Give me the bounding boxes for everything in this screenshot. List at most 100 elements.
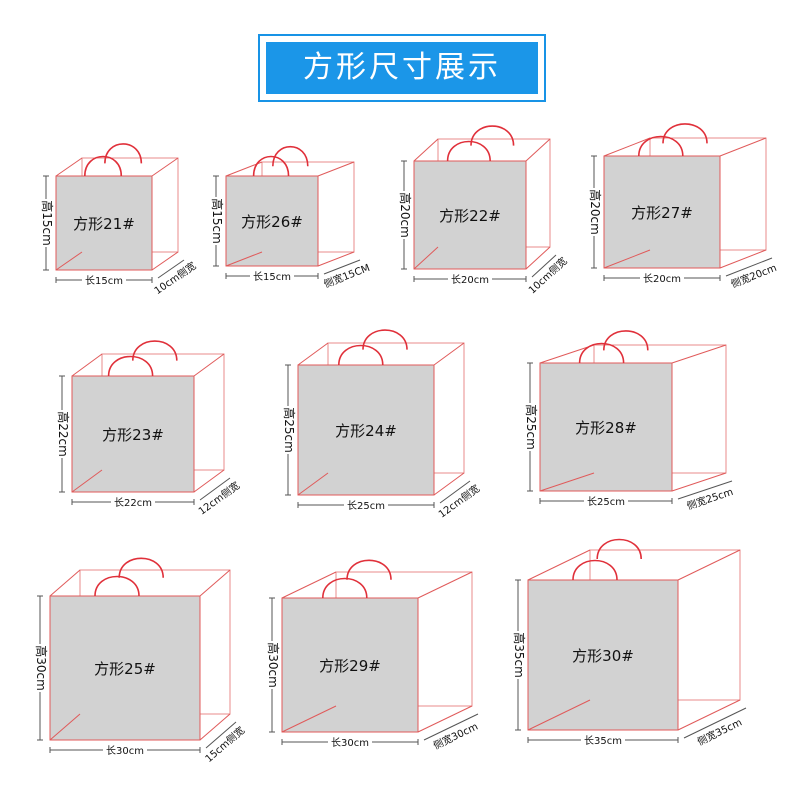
height-label-bg (263, 641, 275, 689)
bag-back-handle (104, 143, 143, 164)
bag-depth-edge (71, 353, 103, 377)
bag-model-label: 方形30# (572, 647, 634, 665)
bag-depth-edge (671, 344, 727, 364)
length-label-bg (581, 733, 625, 747)
bag-front-face (603, 155, 721, 269)
length-label: 长20cm (643, 273, 681, 285)
bag-front-face (281, 597, 419, 733)
side-width-label: 15cm侧宽 (202, 724, 247, 765)
bag-depth-edge (151, 157, 179, 177)
bag-front-face (527, 579, 679, 731)
length-label-bg (328, 735, 372, 749)
bag-front-face (49, 595, 201, 741)
height-label-bg (53, 410, 65, 458)
side-width-dimension-line (531, 254, 557, 278)
bag-front-handle (446, 140, 491, 162)
bag-back-handle (662, 123, 708, 144)
bag-depth-edge (199, 713, 231, 741)
bag-back-handle (272, 145, 309, 167)
bag-front-handle (252, 155, 290, 177)
length-label-bg (82, 273, 126, 287)
length-label-bg (344, 498, 388, 512)
bag-depth-edge (417, 571, 473, 599)
height-label-bg (279, 406, 291, 454)
height-label: 高15cm (210, 198, 225, 244)
bag-front-handle (107, 355, 154, 377)
bag-model-label: 方形22# (439, 207, 501, 225)
bag-depth-edge (527, 699, 591, 731)
side-width-dimension-line (677, 480, 733, 500)
bag-model-label: 方形27# (631, 204, 693, 222)
bag-depth-edge (603, 249, 651, 269)
bag-model-label: 方形28# (575, 419, 637, 437)
height-label: 高25cm (282, 407, 297, 453)
bag-back-handle (470, 125, 515, 146)
bag-model-label: 方形23# (102, 426, 164, 444)
height-label: 高20cm (588, 189, 603, 235)
bag-depth-edge (297, 472, 329, 496)
length-label: 长20cm (451, 274, 489, 286)
bag-model-label: 方形25# (94, 660, 156, 678)
height-label: 高35cm (512, 632, 527, 678)
bag-front-face (71, 375, 195, 493)
height-label: 高22cm (56, 411, 71, 457)
length-label-bg (448, 272, 492, 286)
side-width-dimension-line (439, 480, 471, 504)
bag-depth-edge (527, 549, 591, 581)
length-label: 长30cm (331, 737, 369, 749)
bag-front-handle (94, 575, 140, 597)
bag-depth-edge (49, 713, 81, 741)
bag-depth-edge (193, 469, 225, 493)
bag-depth-edge (71, 469, 103, 493)
length-label: 长15cm (85, 275, 123, 287)
bag-depth-edge (433, 342, 465, 366)
bag-depth-edge (49, 569, 81, 597)
side-width-dimension-line (323, 259, 361, 275)
length-label-bg (584, 494, 628, 508)
length-label: 长25cm (347, 500, 385, 512)
side-width-dimension-line (199, 477, 231, 501)
bag-depth-edge (671, 472, 727, 492)
bag-model-label: 方形26# (241, 213, 303, 231)
bag-depth-edge (413, 138, 439, 162)
bag-front-face (539, 362, 673, 492)
bag-depth-edge (55, 157, 83, 177)
height-label-bg (509, 631, 521, 679)
bag-model-label: 方形24# (335, 422, 397, 440)
height-label: 高20cm (398, 192, 413, 238)
bag-depth-edge (433, 472, 465, 496)
page-title: 方形尺寸展示 (266, 42, 538, 94)
length-label-bg (103, 743, 147, 757)
height-label-bg (207, 197, 219, 245)
title-banner: 方形尺寸展示 (258, 34, 546, 102)
length-label-bg (250, 269, 294, 283)
bag-back-handle (346, 559, 392, 580)
bag-front-handle (572, 559, 618, 581)
bag-model-label: 方形21# (73, 215, 135, 233)
bag-model-label: 方形29# (319, 657, 381, 675)
height-label: 高25cm (524, 404, 539, 450)
length-label-bg (640, 271, 684, 285)
bag-depth-edge (677, 549, 741, 581)
bag-depth-edge (151, 251, 179, 271)
bag-depth-edge (677, 699, 741, 731)
height-label: 高30cm (34, 645, 49, 691)
bag-depth-edge (525, 138, 551, 162)
bag-back-handle (118, 557, 164, 578)
bag-depth-edge (199, 569, 231, 597)
bag-front-handle (338, 344, 384, 366)
bag-depth-edge (417, 705, 473, 733)
bag-depth-edge (317, 251, 355, 267)
bag-back-handle (596, 538, 642, 560)
bag-front-handle (84, 155, 123, 177)
bag-depth-edge (539, 344, 595, 364)
